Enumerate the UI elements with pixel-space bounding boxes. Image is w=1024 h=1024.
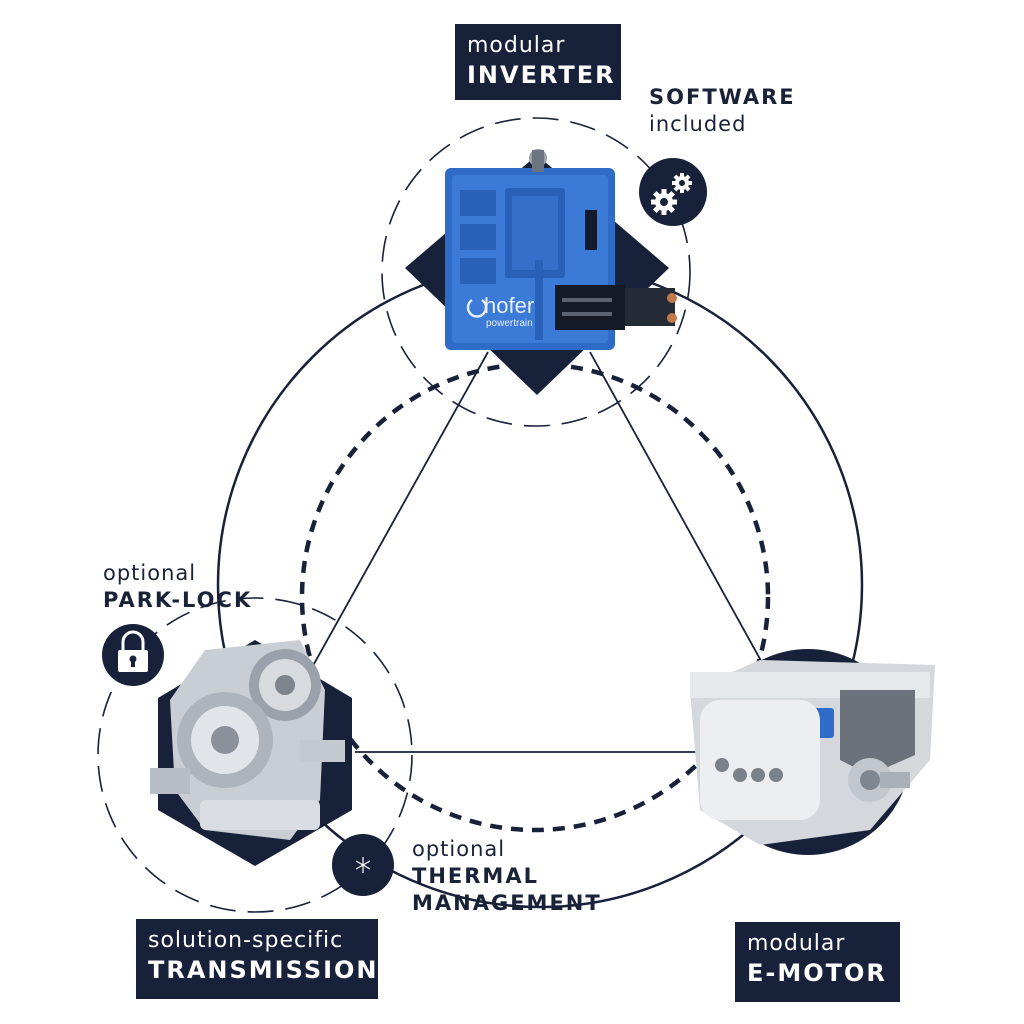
emotor-label-sub: modular <box>747 931 846 956</box>
parklock-label-sub: optional <box>103 561 197 585</box>
padlock-icon <box>102 624 164 686</box>
inverter-label-main: INVERTER <box>467 61 616 89</box>
thermal-label: optional THERMAL MANAGEMENT <box>412 836 602 917</box>
gears-icon <box>639 158 707 226</box>
transmission-label-sub: solution-specific <box>148 928 344 953</box>
link-inverter-emotor <box>589 351 766 669</box>
parklock-label: optional PARK-LOCK <box>103 560 252 614</box>
inverter-dashed-halo <box>381 117 691 427</box>
transmission-label-main: TRANSMISSION <box>148 956 379 984</box>
thermal-label-sub: optional <box>412 837 506 861</box>
software-label-sub: included <box>649 112 747 136</box>
snowflake-icon <box>332 834 394 896</box>
inverter-unit: hofer powertrain <box>445 149 677 350</box>
transmission-label: solution-specific TRANSMISSION <box>136 919 378 999</box>
parklock-label-main: PARK-LOCK <box>103 588 253 612</box>
software-label: SOFTWARE included <box>649 84 796 138</box>
emotor-label-main: E-MOTOR <box>747 959 887 987</box>
transmission-dashed-halo <box>97 597 413 913</box>
emotor-label: modular E-MOTOR <box>735 922 900 1002</box>
emotor-unit <box>690 660 935 845</box>
inverter-label: modular INVERTER <box>455 24 621 100</box>
link-inverter-transmission <box>304 351 489 681</box>
transmission-unit <box>150 640 345 840</box>
inverter-logo-brand: hofer <box>484 293 534 318</box>
thermal-label-main: THERMAL MANAGEMENT <box>412 864 602 915</box>
inverter-label-sub: modular <box>467 33 566 58</box>
software-label-main: SOFTWARE <box>649 85 796 109</box>
inverter-logo-tagline: powertrain <box>486 318 533 329</box>
